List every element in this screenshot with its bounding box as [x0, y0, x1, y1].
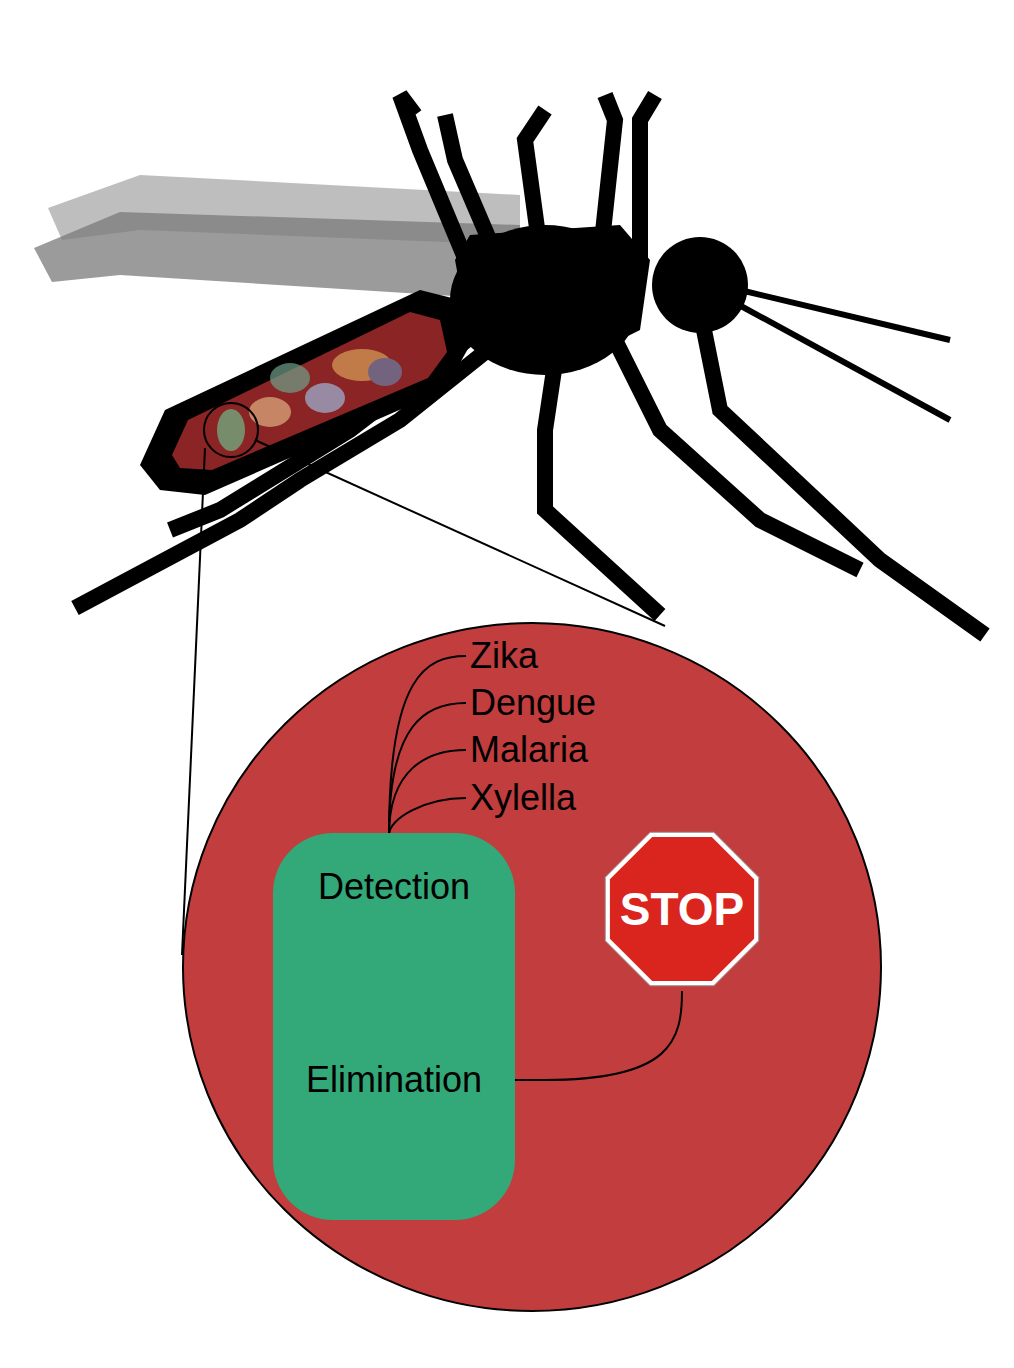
leader-line [389, 703, 466, 835]
process-box: DetectionElimination [273, 833, 515, 1220]
pathogens [217, 349, 402, 451]
head [652, 237, 748, 333]
bristles [730, 290, 950, 420]
zoom-circle-fill [183, 623, 881, 1311]
leader-line [389, 656, 466, 835]
legs [75, 95, 985, 635]
process-box-fill [273, 833, 515, 1220]
connector [515, 991, 682, 1080]
pathogen-label: Xylella [470, 780, 576, 816]
zoom-lens [204, 403, 258, 457]
stop-sign: STOP [598, 825, 766, 993]
thorax-plate [455, 225, 650, 370]
step-label: Elimination [306, 1062, 482, 1098]
pathogen-label: Dengue [470, 685, 596, 721]
abdomen [172, 312, 447, 470]
pathogen-label: Zika [470, 638, 538, 674]
sign-text: STOP [620, 886, 744, 932]
zoom-line [255, 440, 665, 626]
step-label: Detection [318, 869, 470, 905]
leader-line [389, 750, 466, 835]
pathogen-label: Malaria [470, 732, 588, 768]
leader-line [389, 798, 466, 835]
zoom-circle: ZikaDengueMalariaXylellaDetectionElimina… [182, 622, 882, 1312]
abdomen-outline [140, 290, 470, 495]
stop-sign-fill [610, 837, 754, 981]
